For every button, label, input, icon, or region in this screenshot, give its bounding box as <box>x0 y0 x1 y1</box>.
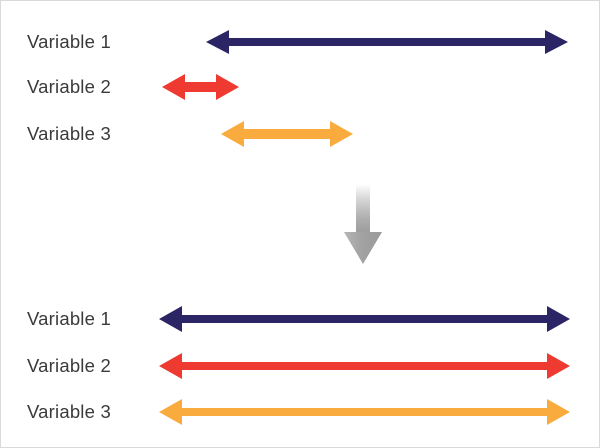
top-variable-2-label: Variable 2 <box>27 75 111 97</box>
bottom-variable-3-range-arrow <box>159 399 570 425</box>
down-arrow-icon <box>344 184 382 264</box>
double-headed-arrow-shape <box>206 30 568 54</box>
double-headed-arrow-shape <box>221 121 353 147</box>
double-headed-arrow-shape <box>162 74 239 100</box>
bottom-variable-1-label: Variable 1 <box>27 307 111 329</box>
bottom-variable-2-range-arrow <box>159 353 570 379</box>
double-headed-arrow-shape <box>159 353 570 379</box>
bottom-variable-2-label: Variable 2 <box>27 354 111 376</box>
double-headed-arrow-shape <box>159 399 570 425</box>
down-arrow-head <box>344 232 382 264</box>
top-variable-3-range-arrow <box>221 121 353 147</box>
top-variable-2-range-arrow <box>162 74 239 100</box>
bottom-variable-3-label: Variable 3 <box>27 400 111 422</box>
top-variable-1-label: Variable 1 <box>27 30 111 52</box>
top-variable-3-label: Variable 3 <box>27 122 111 144</box>
down-arrow-shaft <box>356 184 370 234</box>
bottom-variable-1-range-arrow <box>159 306 570 332</box>
double-headed-arrow-shape <box>159 306 570 332</box>
top-variable-1-range-arrow <box>206 30 568 54</box>
